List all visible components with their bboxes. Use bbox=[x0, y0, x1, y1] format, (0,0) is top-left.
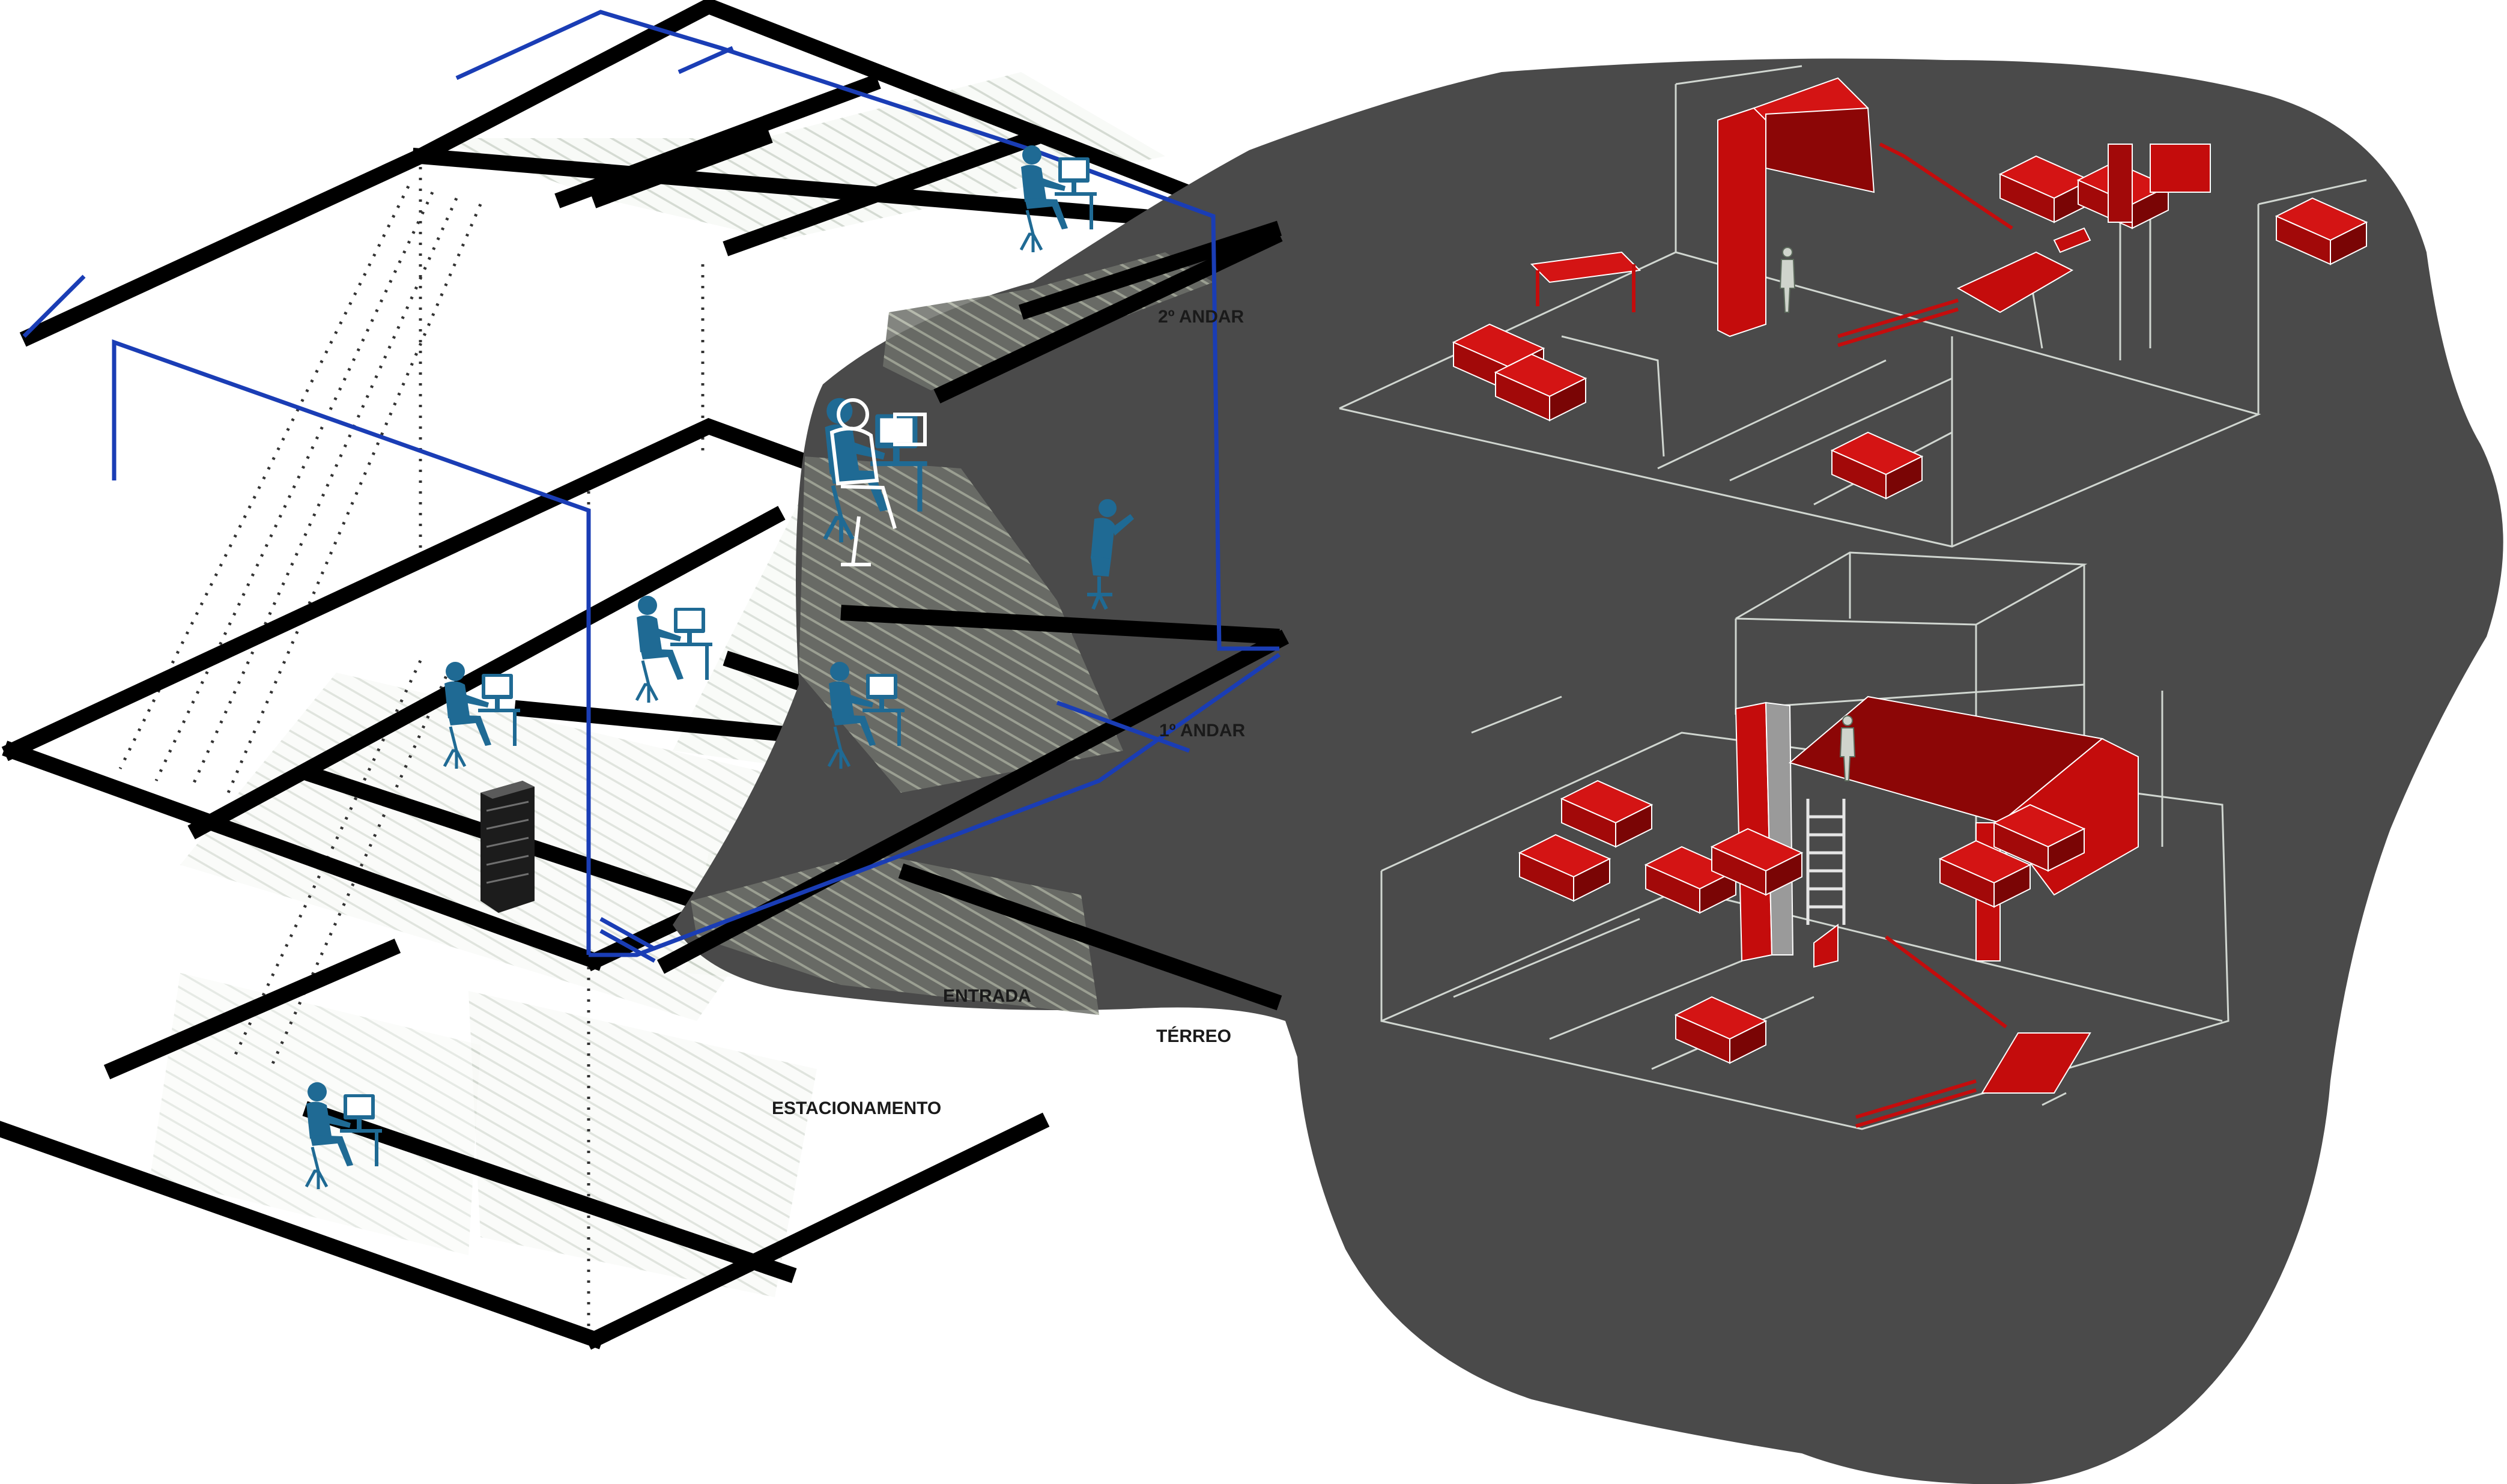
worker-icon-floor2 bbox=[1021, 145, 1097, 252]
worker-icon-floor1-a bbox=[637, 596, 712, 703]
label-entrance: ENTRADA bbox=[943, 986, 1031, 1006]
label-floor2: 2º ANDAR bbox=[1158, 307, 1244, 327]
dark-cloud-background bbox=[673, 58, 2503, 1484]
label-parking: ESTACIONAMENTO bbox=[772, 1098, 941, 1118]
upper-model bbox=[1339, 65, 2367, 548]
server-rack-icon bbox=[480, 781, 535, 913]
label-ground: TÉRREO bbox=[1156, 1026, 1231, 1046]
label-floor1: 1º ANDAR bbox=[1159, 721, 1246, 740]
network-over-cloud bbox=[635, 148, 1281, 957]
structure-over-cloud bbox=[656, 220, 1290, 1011]
highlight-worker-icon bbox=[829, 398, 927, 566]
lower-model bbox=[1380, 551, 2230, 1130]
